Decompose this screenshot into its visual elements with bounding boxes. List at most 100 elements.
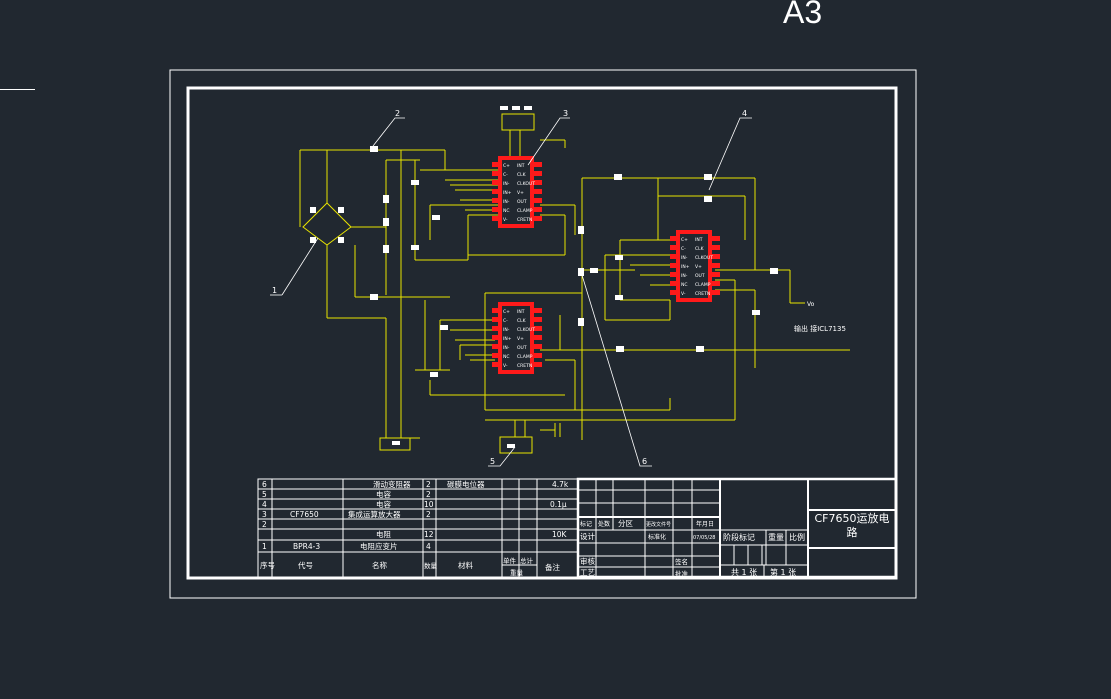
opamp-chip-bottom: C+ C- IN- IN+ IN- NC V- INT CLK CLKOUT V… [492,302,542,374]
part-number-6: 6 [642,457,647,466]
tb-count: 处数 [598,520,610,528]
part-number-1: 1 [272,286,277,295]
net-label-output: 输出 接ICL7135 [794,324,846,333]
pin-label: V+ [517,190,524,196]
net-label-vo: Vo [807,301,815,308]
bom-header-total: 总计 [520,556,534,565]
bom-cell: 2 [426,490,431,499]
drawing-title: CF7650运放电路 [814,512,890,539]
pin-label: V+ [695,264,702,270]
pin-label: CLAMP [695,282,711,288]
pin-label: C+ [503,163,510,169]
bom-header-qty: 数量 [424,561,438,570]
tb-approve: 批准 [675,569,689,578]
pin-label: CLKOUT [695,255,713,261]
bom-cell: 10K [552,530,568,539]
tb-review: 审核 [580,556,595,566]
bom-cell: 电容 [376,499,391,509]
bom-header-weight: 重量 [510,569,524,577]
pin-label: INT [517,309,525,315]
bom-table [257,478,579,578]
part-number-3: 3 [563,109,568,118]
tb-process: 工艺 [580,568,595,577]
bom-cell: 电容 [376,489,391,499]
pin-label: C- [681,246,686,252]
title-block-labels: 标记 处数 分区 更改文件号 年月日 设计 标准化 07/05/28 审核 工艺… [580,519,805,578]
tb-stage-mark: 阶段标记 [723,532,755,542]
bom-header-name: 名称 [372,560,387,570]
tb-date-value: 07/05/28 [693,535,715,541]
pin-label: CLAMP [517,354,533,360]
tb-sheets-total: 共 1 张 [731,568,757,577]
tb-mark: 标记 [580,520,592,528]
leader-lines [270,117,752,467]
pin-label: C- [503,318,508,324]
pin-label: CLK [695,246,705,252]
bom-cell: 12 [424,530,434,539]
bom-cell: 2 [262,520,267,529]
pin-label: V- [681,291,686,297]
bom-cell: 碳膜电位器 [447,479,485,489]
pin-label: IN- [503,181,510,187]
inner-frame [186,86,898,580]
bom-cell: 10 [424,500,434,509]
bom-cell: 电阻 [376,529,391,539]
pin-label: V- [503,363,508,369]
bom-cell: BPR4-3 [293,542,320,551]
pin-label: C+ [503,309,510,315]
bom-header-remark: 备注 [545,562,560,572]
bom-cell: 3 [262,510,267,519]
pin-label: IN- [681,273,688,279]
bom-cell: 1 [262,542,267,551]
bom-cell: 2 [426,480,431,489]
bom-cell: 4 [262,500,267,509]
bom-cell: 电阻应变片 [360,541,398,551]
pin-label: IN- [503,199,510,205]
pin-label: CRETN [517,217,532,223]
pin-label: CLK [517,318,527,324]
pin-label: CRETN [695,291,710,297]
model-space-line [0,89,35,90]
pin-label: IN- [503,327,510,333]
bom-cell: 滑动变阻器 [373,479,411,489]
pin-label: NC [503,354,510,360]
bom-header-code: 代号 [298,560,313,570]
pin-label: OUT [695,273,705,279]
part-number-4: 4 [742,109,747,118]
schematic-wires [299,130,850,440]
title-block [576,477,898,579]
bom-cell: 4.7k [552,480,569,489]
pin-label: IN- [681,255,688,261]
pin-label: CLK [517,172,527,178]
part-number-2: 2 [395,109,400,118]
pin-label: CLKOUT [517,181,535,187]
pin-label: INT [517,163,525,169]
bom-headers: 序号 代号 名称 数量 材料 单件 总计 重量 备注 [260,556,560,577]
bom-cell: 6 [262,480,267,489]
pin-label: CRETN [517,363,532,369]
bom-header-material: 材料 [458,560,473,570]
pin-label: NC [503,208,510,214]
pin-label: NC [681,282,688,288]
drawing-title-box: CF7650运放电路 [814,512,890,539]
pin-label: OUT [517,199,527,205]
bom-cell: 集成运算放大器 [348,509,401,519]
paper-size-label: A3 [783,0,823,30]
pin-label: C+ [681,237,688,243]
tb-sheet-no: 第 1 张 [770,567,796,577]
bom-rows: 6 滑动变阻器 2 碳膜电位器 4.7k 5 电容 2 4 电容 10 0.1μ… [262,479,569,551]
tb-change-doc: 更改文件号 [646,521,671,528]
pin-label: INT [695,237,703,243]
opamp-chip-right: C+ C- IN- IN+ IN- NC V- INT CLK CLKOUT V… [670,230,720,302]
bom-header-single: 单件 [503,556,517,565]
pin-label: CLKOUT [517,327,535,333]
pin-label: CLAMP [517,208,533,214]
pin-label: OUT [517,345,527,351]
pin-label: IN+ [681,264,690,270]
bom-cell: 5 [262,490,267,499]
tb-scale: 比例 [789,532,805,542]
pin-label: IN- [503,345,510,351]
pin-label: V- [503,217,508,223]
bom-cell: 4 [426,542,431,551]
